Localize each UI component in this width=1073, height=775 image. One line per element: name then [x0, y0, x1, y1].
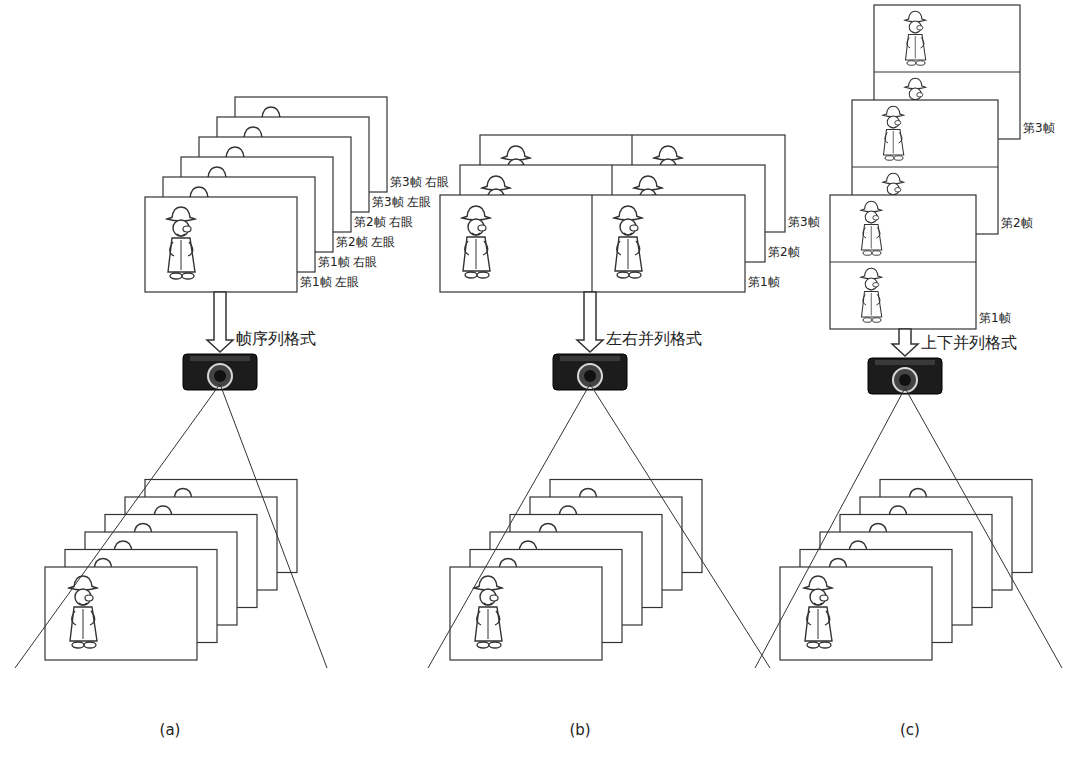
- cartoon-figure: [462, 206, 490, 278]
- panel-label: (b): [569, 722, 590, 739]
- frame-label: 第2帧 右眼: [354, 216, 413, 230]
- cartoon-figure: [614, 206, 642, 278]
- split-line: [591, 195, 592, 292]
- frame-rect: [45, 567, 197, 660]
- format-arrow: [577, 292, 603, 352]
- projector-lens-core: [584, 370, 596, 382]
- cartoon-figure: [804, 576, 832, 648]
- frame-label: 第3帧 右眼: [390, 176, 449, 190]
- frame-label: 第1帧 右眼: [318, 256, 377, 270]
- frame-label: 第2帧: [768, 246, 800, 260]
- panel-label: (a): [160, 722, 181, 739]
- projector-top: [560, 356, 620, 361]
- frame-label: 第2帧 左眼: [336, 236, 395, 250]
- projector-top: [875, 360, 935, 365]
- cartoon-figure: [883, 106, 904, 160]
- format-label: 帧序列格式: [236, 330, 316, 348]
- format-label: 左右并列格式: [606, 330, 702, 348]
- frame-label: 第2帧: [1001, 217, 1033, 231]
- frame-rect: [450, 567, 602, 660]
- frame-label: 第3帧: [1023, 122, 1055, 136]
- cartoon-figure: [861, 201, 882, 255]
- format-label: 上下并列格式: [921, 334, 1017, 352]
- frame-label: 第1帧: [979, 312, 1011, 326]
- projector-lens-core: [899, 374, 911, 386]
- frame-label: 第3帧: [788, 216, 820, 230]
- frame-label: 第1帧: [748, 276, 780, 290]
- beam-line: [590, 384, 770, 668]
- projector-top: [190, 356, 250, 361]
- beam-line: [905, 388, 1062, 668]
- split-line: [874, 71, 1020, 72]
- beam-line: [220, 384, 327, 668]
- format-arrow: [892, 329, 918, 356]
- format-arrow: [207, 292, 233, 352]
- beam-line: [428, 384, 590, 668]
- frame-rect: [440, 195, 745, 292]
- cartoon-figure: [474, 576, 502, 648]
- panel-label: (c): [900, 722, 920, 739]
- beam-line: [755, 388, 905, 668]
- cartoon-figure: [905, 11, 926, 65]
- split-line: [830, 261, 976, 262]
- frame-rect: [780, 567, 932, 660]
- frame-label: 第1帧 左眼: [300, 276, 359, 290]
- frame-rect: [145, 197, 297, 292]
- frame-rect: [830, 195, 976, 329]
- frame-label: 第3帧 左眼: [372, 196, 431, 210]
- projector-lens-core: [214, 370, 226, 382]
- beam-line: [15, 384, 220, 668]
- cartoon-figure: [861, 268, 882, 322]
- split-line: [852, 166, 998, 167]
- cartoon-figure: [167, 207, 195, 279]
